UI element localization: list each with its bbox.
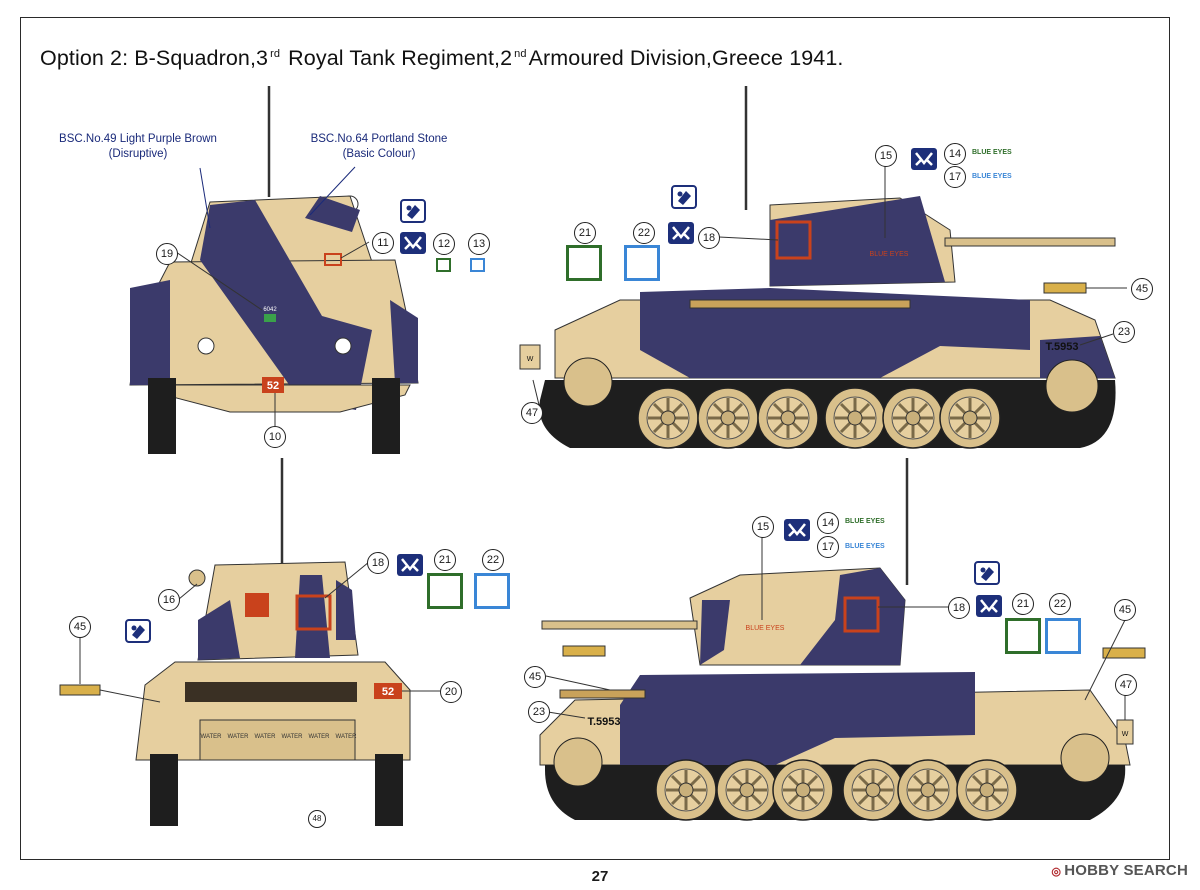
callout-decal: 19	[156, 243, 178, 265]
blue-eyes-marking: BLUE EYES	[870, 251, 909, 258]
blue-eyes-decal-green: BLUE EYES	[972, 149, 1012, 156]
squadron-sign-icon	[125, 619, 151, 643]
callout-decal: 18	[367, 552, 389, 574]
callout-decal: 13	[468, 233, 490, 255]
callout-decal: 48	[308, 810, 326, 828]
exhaust-grille	[185, 682, 357, 702]
callout-decal: 10	[264, 426, 286, 448]
callout-decal: 22	[633, 222, 655, 244]
callout-decal: 14	[944, 143, 966, 165]
callout-decal: 15	[752, 516, 774, 538]
front-number-plate	[262, 377, 284, 393]
callout-decal: 18	[948, 597, 970, 619]
squadron-sign-icon	[400, 199, 426, 223]
callout-decal: 20	[440, 681, 462, 703]
decal-green-square	[427, 573, 463, 609]
rear-number-text: 52	[382, 686, 394, 698]
squadron-sign-icon	[671, 185, 697, 209]
callout-decal: 47	[521, 402, 543, 424]
tank-right-side-view: BLUE EYES T.5953 W	[539, 458, 1146, 822]
left-track	[148, 378, 176, 454]
callout-decal: 45	[1114, 599, 1136, 621]
front-number-text: 52	[267, 380, 279, 392]
page-number: 27	[591, 868, 609, 885]
serial-marking: T.5953	[1045, 341, 1078, 353]
callout-decal: 23	[528, 701, 550, 723]
svg-text:WATER: WATER	[336, 734, 358, 740]
blue-eyes-marking-right: BLUE EYES	[746, 625, 785, 632]
callout-decal: 16	[158, 589, 180, 611]
svg-text:WATER: WATER	[201, 734, 223, 740]
decal-blue-small	[470, 258, 485, 272]
right-track	[372, 378, 400, 454]
tank-rear-view: WATER WATER WATER WATER WATER WATER 52	[59, 458, 440, 826]
division-insignia-icon	[398, 230, 428, 256]
callout-decal: 45	[524, 666, 546, 688]
division-insignia-icon	[666, 220, 696, 246]
tank-front-view: 52 6042	[129, 86, 419, 454]
callout-decal: 22	[482, 549, 504, 571]
svg-text:WATER: WATER	[282, 734, 304, 740]
svg-text:W: W	[1122, 731, 1129, 738]
division-insignia-icon	[909, 146, 939, 172]
svg-text:WATER: WATER	[309, 734, 331, 740]
watermark: ◎HOBBY SEARCH	[1051, 862, 1188, 879]
callout-decal: 21	[434, 549, 456, 571]
decal-green-square	[566, 245, 602, 281]
callout-decal: 21	[574, 222, 596, 244]
decal-blue-square	[624, 245, 660, 281]
callout-decal: 22	[1049, 593, 1071, 615]
division-insignia-icon	[782, 517, 812, 543]
blue-eyes-decal-blue: BLUE EYES	[845, 543, 885, 550]
svg-text:WATER: WATER	[255, 734, 277, 740]
callout-decal: 11	[372, 232, 394, 254]
callout-decal: 17	[817, 536, 839, 558]
callout-decal: 18	[698, 227, 720, 249]
callout-decal: 47	[1115, 674, 1137, 696]
bridge-plate-text: 6042	[263, 307, 277, 313]
blue-eyes-decal-green: BLUE EYES	[845, 518, 885, 525]
callout-decal: 45	[1131, 278, 1153, 300]
paint-label-basic: BSC.No.64 Portland Stone (Basic Colour)	[310, 133, 448, 160]
decal-blue-square	[1045, 618, 1081, 654]
decal-blue-square	[474, 573, 510, 609]
blue-eyes-decal-blue: BLUE EYES	[972, 173, 1012, 180]
callout-decal: 15	[875, 145, 897, 167]
svg-text:W: W	[527, 356, 534, 363]
rear-turret-insignia	[245, 593, 269, 617]
decal-green-small	[436, 258, 451, 272]
callout-decal: 23	[1113, 321, 1135, 343]
tank-left-side-view: BLUE EYES T.5953 W	[519, 86, 1127, 450]
callout-decal: 14	[817, 512, 839, 534]
callout-decal: 45	[69, 616, 91, 638]
division-insignia-icon	[974, 593, 1004, 619]
division-insignia-icon	[395, 552, 425, 578]
squadron-sign-icon	[974, 561, 1000, 585]
paint-label-disruptive: BSC.No.49 Light Purple Brown (Disruptive…	[59, 133, 217, 160]
callout-decal: 12	[433, 233, 455, 255]
svg-text:WATER: WATER	[228, 734, 250, 740]
callout-decal: 21	[1012, 593, 1034, 615]
decal-green-square	[1005, 618, 1041, 654]
callout-decal: 17	[944, 166, 966, 188]
serial-marking-right: T.5953	[587, 716, 620, 728]
